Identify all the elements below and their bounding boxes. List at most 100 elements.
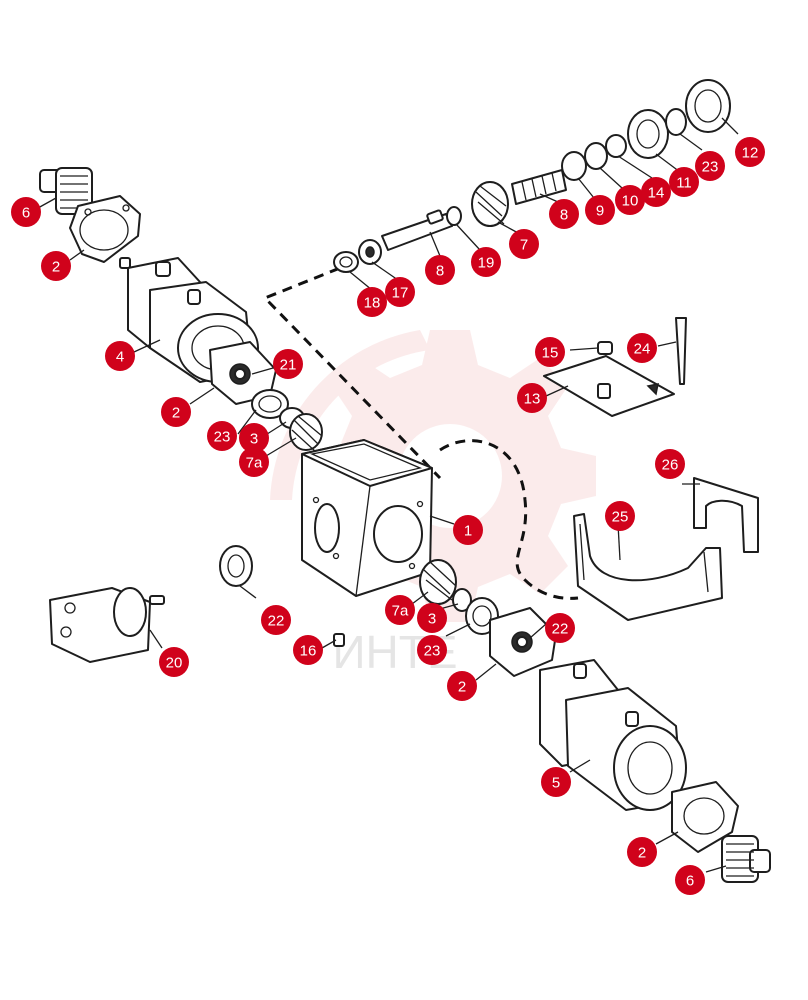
bevel-gear-upper — [289, 413, 323, 453]
plug-16 — [333, 633, 345, 647]
callout-label: 15 — [542, 345, 559, 362]
callout-c9: 9 — [585, 195, 615, 225]
callout-c24: 24 — [627, 333, 657, 363]
callout-c3a: 3 — [239, 423, 269, 453]
callout-c6b: 6 — [675, 865, 705, 895]
callout-badge — [471, 247, 501, 277]
callout-badge — [605, 501, 635, 531]
callout-label: 11 — [676, 175, 692, 192]
callout-c16: 16 — [293, 635, 323, 665]
callout-label: 10 — [622, 193, 639, 210]
hydraulic-motor-20 — [49, 587, 165, 663]
bearing-17 — [358, 239, 382, 265]
callout-badge — [615, 185, 645, 215]
callout-label: 8 — [560, 207, 568, 224]
bearing-9 — [561, 151, 587, 181]
callout-badge — [385, 595, 415, 625]
callout-c5: 5 — [541, 767, 571, 797]
callout-badge — [385, 277, 415, 307]
callout-badge — [159, 647, 189, 677]
callout-c13: 13 — [517, 383, 547, 413]
gearbox-housing — [301, 439, 433, 597]
bevel-gear-lower — [419, 559, 457, 605]
alignment-line-upper — [262, 260, 442, 480]
callout-label: 2 — [172, 405, 180, 422]
callout-label: 6 — [686, 873, 694, 890]
callout-label: 24 — [634, 341, 651, 358]
callout-c19: 19 — [471, 247, 501, 277]
callout-badge — [545, 613, 575, 643]
mounting-bracket-25 — [573, 513, 723, 621]
callout-c14: 14 — [641, 177, 671, 207]
callout-badge — [669, 167, 699, 197]
callout-badge — [541, 767, 571, 797]
flange-gasket-bottom — [671, 781, 739, 853]
callout-label: 2 — [458, 679, 466, 696]
callout-c18: 18 — [357, 287, 387, 317]
seal-ring-upper — [251, 389, 289, 419]
spur-gear-bottom — [721, 835, 771, 883]
washer-19 — [446, 206, 462, 226]
callout-label: 23 — [702, 159, 719, 176]
callout-c25: 25 — [605, 501, 635, 531]
callout-label: 12 — [742, 145, 759, 162]
hydraulic-pump-lower — [539, 659, 687, 811]
callout-badge — [293, 635, 323, 665]
callout-badge — [549, 199, 579, 229]
callout-badge — [357, 287, 387, 317]
seal-ring-23-top — [665, 108, 687, 136]
callout-label: 23 — [214, 429, 231, 446]
callout-c22b: 22 — [545, 613, 575, 643]
callout-label: 7 — [520, 237, 528, 254]
leader-lines — [37, 117, 739, 873]
callout-c21: 21 — [273, 349, 303, 379]
flange-gasket-top-left — [69, 195, 141, 263]
callout-badge — [425, 255, 455, 285]
callout-badge — [105, 341, 135, 371]
callout-c2a: 2 — [41, 251, 71, 281]
callout-c6a: 6 — [11, 197, 41, 227]
splined-shaft-8 — [511, 169, 567, 205]
callout-label: 7a — [392, 603, 409, 620]
o-ring-22-left — [219, 545, 253, 587]
callout-badge — [517, 383, 547, 413]
callout-badge — [41, 251, 71, 281]
flange-gasket-lower — [489, 607, 557, 677]
cover-plate-11 — [627, 109, 669, 159]
callout-badge — [655, 449, 685, 479]
bevel-gear-7 — [471, 181, 509, 227]
callout-label: 17 — [392, 285, 409, 302]
callout-badge — [273, 349, 303, 379]
callout-badge — [239, 423, 269, 453]
callout-badge — [675, 865, 705, 895]
callout-badge — [417, 603, 447, 633]
callout-label: 20 — [166, 655, 183, 672]
callout-label: 3 — [250, 431, 258, 448]
callout-c2c: 2 — [447, 671, 477, 701]
callout-label: 23 — [424, 643, 441, 660]
callout-c26: 26 — [655, 449, 685, 479]
callout-label: 2 — [638, 845, 646, 862]
spur-gear-top-left — [39, 167, 93, 215]
washer-14 — [605, 134, 627, 158]
callout-badge — [161, 397, 191, 427]
callout-label: 5 — [552, 775, 560, 792]
end-cover-12 — [685, 79, 731, 133]
callout-label: 18 — [364, 295, 381, 312]
dipstick-24 — [675, 317, 687, 385]
callout-c23c: 23 — [417, 635, 447, 665]
callout-badge — [585, 195, 615, 225]
callout-c7: 7 — [509, 229, 539, 259]
callout-label: 1 — [464, 523, 472, 540]
callout-badge — [735, 137, 765, 167]
shim-lower — [452, 588, 472, 612]
callout-c2b: 2 — [161, 397, 191, 427]
callout-label: 21 — [280, 357, 297, 374]
callout-label: 26 — [662, 457, 679, 474]
callout-c12: 12 — [735, 137, 765, 167]
callout-c11: 11 — [669, 167, 699, 197]
callout-label: 14 — [648, 185, 665, 202]
callout-label: 22 — [552, 621, 569, 638]
